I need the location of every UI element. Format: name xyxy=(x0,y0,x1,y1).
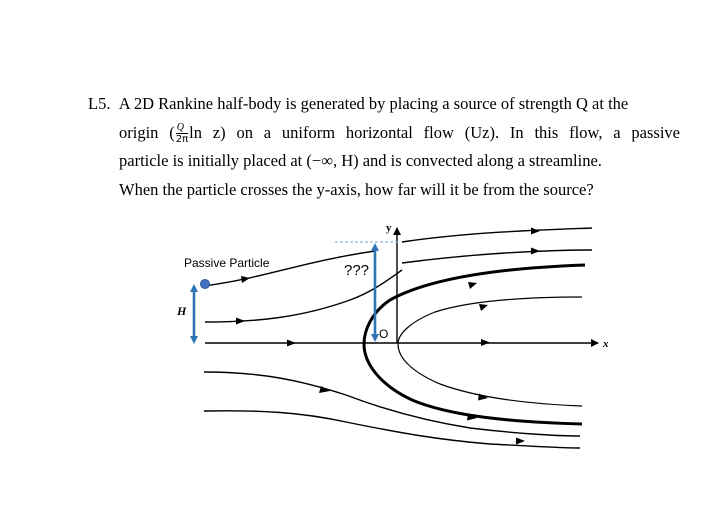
problem-text-4: When the particle crosses the y-axis, ho… xyxy=(119,179,594,199)
problem-text-1: A 2D Rankine half-body is generated by p… xyxy=(118,94,629,113)
flow-arrow xyxy=(531,227,540,235)
passive-particle-dot xyxy=(200,279,210,289)
streamline-6 xyxy=(203,410,581,449)
flow-arrow xyxy=(319,386,330,393)
y-axis-label: y xyxy=(386,222,392,234)
flow-arrow xyxy=(467,413,477,421)
flow-arrows xyxy=(236,227,540,445)
passive-particle-label: Passive Particle xyxy=(184,256,270,270)
h-label: H xyxy=(176,304,187,318)
flow-arrow xyxy=(478,393,488,401)
flow-arrow xyxy=(287,339,296,347)
problem-line-4: When the particle crosses the y-axis, ho… xyxy=(88,176,680,205)
flow-arrow xyxy=(516,437,525,445)
flow-arrow xyxy=(468,282,477,289)
flow-arrow xyxy=(236,317,245,325)
problem-number: L5. xyxy=(88,94,111,113)
streamline-particle xyxy=(203,250,376,287)
streamline-top xyxy=(401,227,593,243)
inner-streamline-upper xyxy=(397,296,583,345)
problem-statement: L5. A 2D Rankine half-body is generated … xyxy=(88,90,680,204)
inner-streamline-lower xyxy=(397,343,583,407)
flow-arrow xyxy=(481,339,490,346)
flow-arrow xyxy=(531,247,540,255)
flow-arrow xyxy=(479,304,488,311)
streamline-4 xyxy=(204,269,403,323)
unknown-distance-label: ??? xyxy=(344,262,369,279)
fraction-numerator: Q xyxy=(175,122,189,135)
x-axis-label: x xyxy=(602,338,609,350)
fraction-denominator: 2π xyxy=(175,134,189,146)
flow-arrow xyxy=(241,276,250,283)
streamline-5 xyxy=(203,371,581,437)
streamline-2 xyxy=(401,249,593,264)
problem-text-3: particle is initially placed at (−∞, H) … xyxy=(119,151,602,170)
problem-line-3: particle is initially placed at (−∞, H) … xyxy=(88,147,680,176)
origin-label: O xyxy=(379,327,388,341)
problem-line-1: L5. A 2D Rankine half-body is generated … xyxy=(88,90,680,119)
problem-text-2b: ln z) on a uniform horizontal flow (Uz).… xyxy=(189,122,680,142)
problem-text-2a: origin ( xyxy=(119,122,175,142)
